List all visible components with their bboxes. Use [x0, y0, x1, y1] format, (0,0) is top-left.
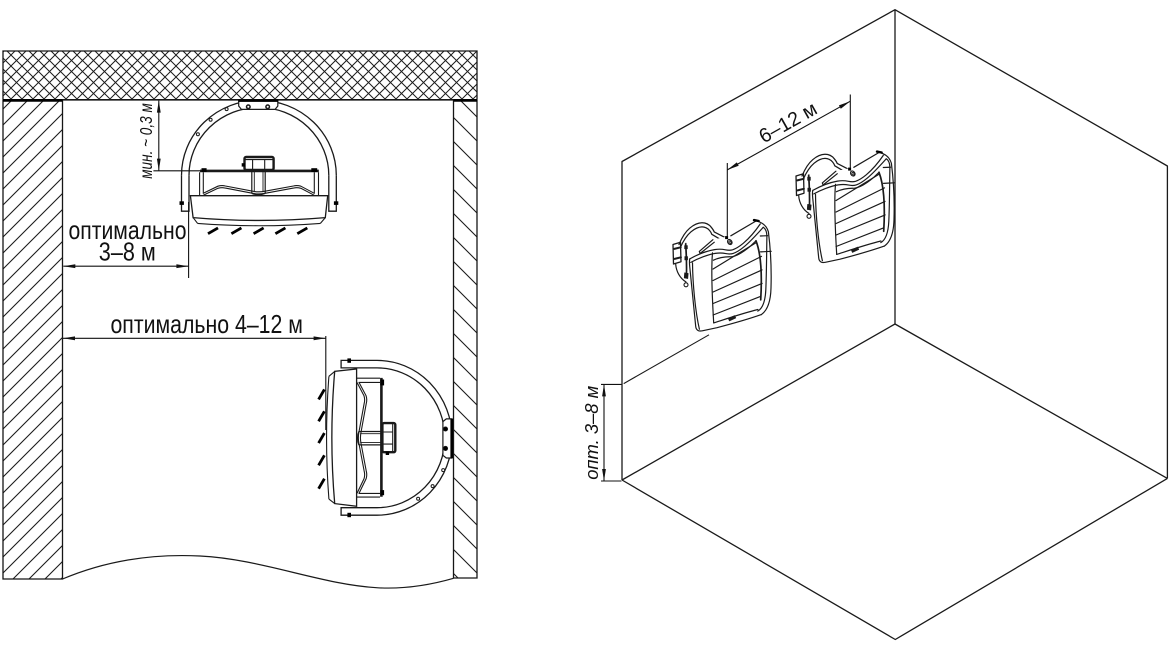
svg-text:оптимально: оптимально [69, 215, 187, 245]
svg-text:3–8 м: 3–8 м [99, 237, 156, 267]
svg-text:опт. 3–8 м: опт. 3–8 м [581, 386, 602, 480]
svg-text:оптимально 4–12 м: оптимально 4–12 м [110, 309, 303, 339]
svg-text:мин. ~ 0,3 м: мин. ~ 0,3 м [136, 103, 156, 179]
